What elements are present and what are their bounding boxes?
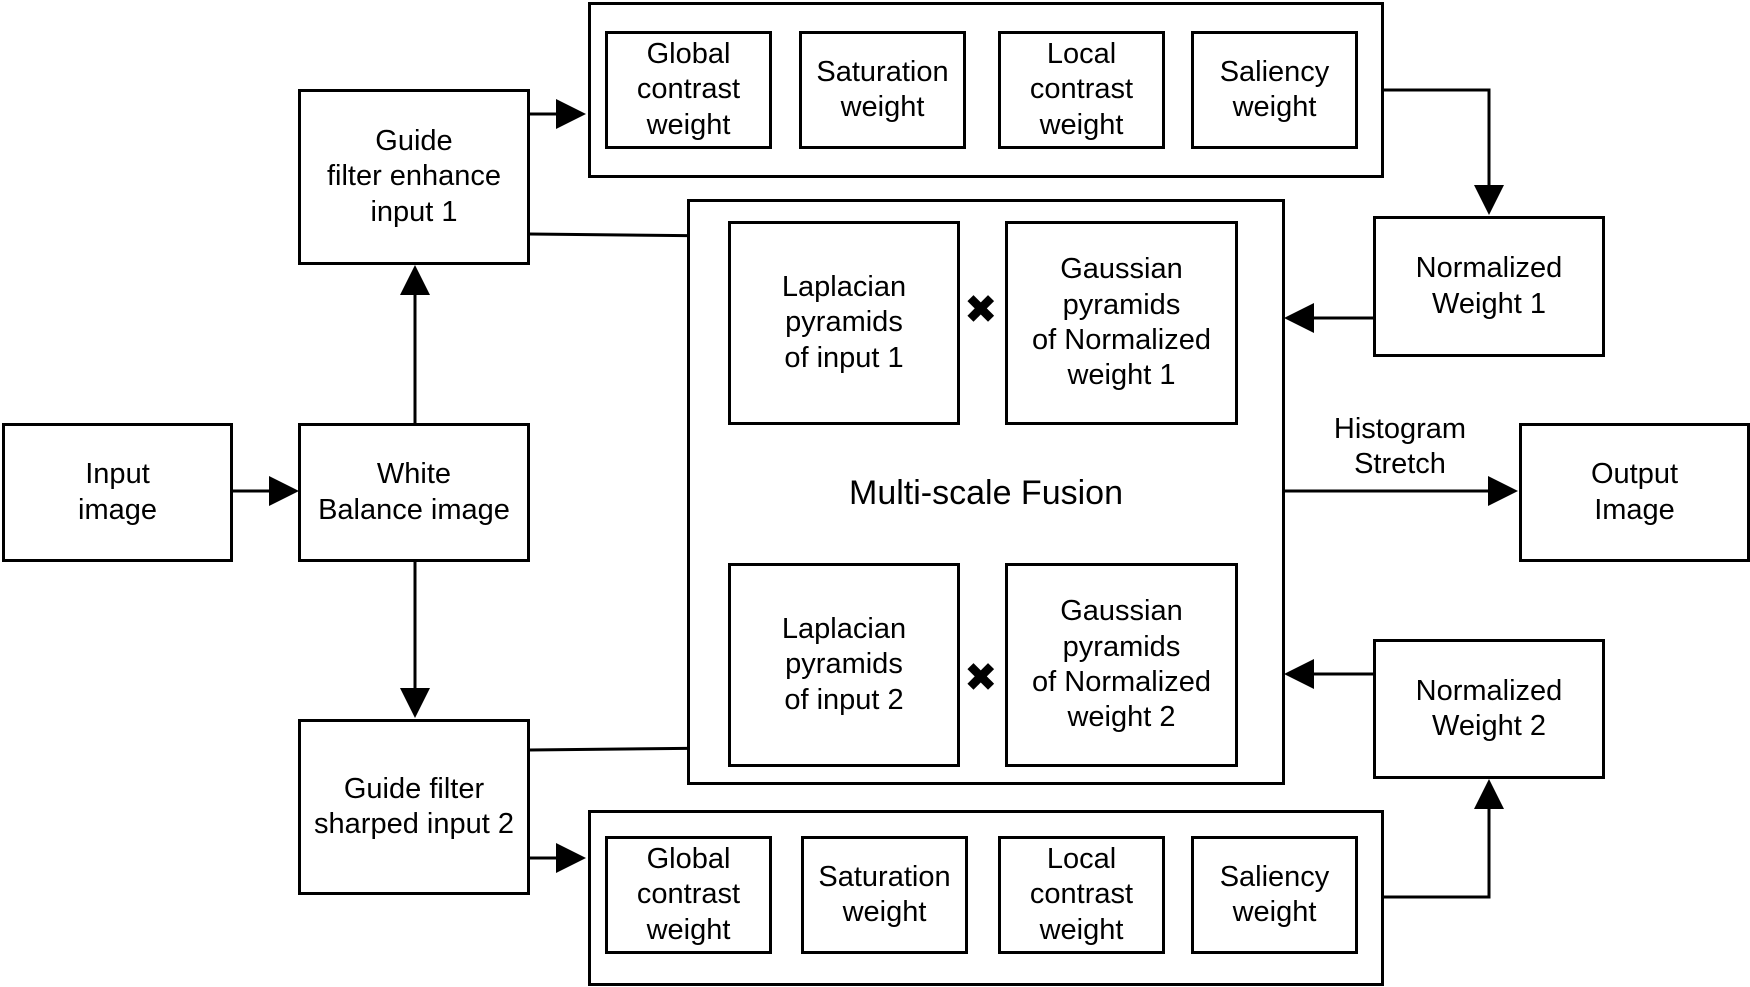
bottom-saliency-weight-box: Saliency weight [1191, 836, 1358, 954]
normalized-1-line-2: Weight 1 [1432, 287, 1546, 320]
guide-sharped-line-2: sharped input 2 [314, 808, 514, 840]
gaussian-2-line-4: weight 2 [1067, 701, 1176, 734]
normalized-1-line-1: Normalized [1415, 252, 1563, 285]
guide-filter-sharped-box: Guide filter sharped input 2 [298, 719, 530, 895]
multi-scale-fusion-label: Multi-scale Fusion [849, 474, 1123, 512]
laplacian-1-line-1: Laplacian [781, 270, 907, 303]
top-local-contrast-weight-box: Local contrast weight [998, 31, 1165, 149]
normalized-weight-2-box: Normalized Weight 2 [1373, 639, 1605, 779]
gaussian-pyramids-weight-1-box: Gaussian pyramids of Normalized weight 1 [1005, 221, 1238, 425]
white-balance-line-2: Balance image [318, 493, 510, 526]
arrow-bottom-weights-to-normalized-2 [1383, 779, 1504, 899]
gaussian-pyramids-weight-2-box: Gaussian pyramids of Normalized weight 2 [1005, 563, 1238, 767]
guide-enhance-line-3: input 1 [370, 195, 458, 228]
gaussian-2-line-2: pyramids [1062, 630, 1181, 663]
bottom-global-line-1: Global [646, 842, 731, 875]
top-local-line-1: Local [1046, 37, 1117, 70]
top-saliency-weight-box: Saliency weight [1191, 31, 1358, 149]
gaussian-1-line-1: Gaussian [1060, 253, 1183, 286]
top-global-line-3: weight [646, 108, 731, 141]
top-global-line-1: Global [646, 37, 731, 70]
bottom-saturation-weight-box: Saturation weight [801, 836, 968, 954]
laplacian-pyramids-input-2-box: Laplacian pyramids of input 2 [728, 563, 960, 767]
top-saturation-weight-box: Saturation weight [799, 31, 966, 149]
bottom-global-line-3: weight [646, 913, 731, 946]
laplacian-2-line-3: of input 2 [784, 683, 904, 716]
output-image-line-2: Image [1594, 493, 1675, 526]
laplacian-pyramids-input-1-box: Laplacian pyramids of input 1 [728, 221, 960, 425]
white-balance-line-1: White [376, 458, 452, 491]
multiply-icon-2: ✖ [964, 655, 998, 701]
top-saturation-line-1: Saturation [816, 55, 949, 88]
arrow-top-weights-to-normalized-1 [1383, 88, 1504, 215]
guide-sharped-line-1: Guide filter [343, 772, 485, 805]
bottom-local-line-3: weight [1039, 913, 1124, 946]
top-saliency-line-2: weight [1232, 91, 1317, 123]
bottom-global-line-2: contrast [636, 878, 741, 911]
top-global-line-2: contrast [636, 73, 741, 106]
bottom-saturation-line-2: weight [842, 896, 927, 928]
top-local-line-2: contrast [1029, 73, 1134, 106]
normalized-weight-1-box: Normalized Weight 1 [1373, 216, 1605, 357]
gaussian-2-line-1: Gaussian [1060, 595, 1183, 628]
top-global-contrast-weight-box: Global contrast weight [605, 31, 772, 149]
guide-enhance-line-2: filter enhance [326, 160, 502, 193]
output-image-box: Output Image [1519, 423, 1750, 562]
normalized-2-line-2: Weight 2 [1432, 710, 1546, 742]
bottom-saliency-line-1: Saliency [1219, 860, 1330, 893]
normalized-2-line-1: Normalized [1415, 674, 1563, 707]
bottom-local-line-1: Local [1046, 842, 1117, 875]
histogram-line-2: Stretch [1354, 448, 1446, 481]
laplacian-1-line-2: pyramids [785, 306, 903, 339]
gaussian-1-line-4: weight 1 [1067, 359, 1176, 392]
histogram-line-1: Histogram [1333, 413, 1467, 445]
gaussian-2-line-3: of Normalized [1032, 666, 1211, 698]
bottom-saturation-line-1: Saturation [818, 860, 951, 893]
bottom-global-contrast-weight-box: Global contrast weight [605, 836, 772, 954]
input-image-line-2: image [78, 493, 157, 526]
bottom-local-line-2: contrast [1029, 878, 1134, 911]
output-image-line-1: Output [1590, 458, 1679, 491]
white-balance-box: White Balance image [298, 423, 530, 562]
gaussian-1-line-2: pyramids [1062, 288, 1181, 321]
laplacian-2-line-1: Laplacian [781, 612, 907, 645]
input-image-line-1: Input [85, 458, 150, 491]
bottom-local-contrast-weight-box: Local contrast weight [998, 836, 1165, 954]
laplacian-1-line-3: of input 1 [784, 341, 904, 374]
guide-filter-enhance-box: Guide filter enhance input 1 [298, 89, 530, 265]
guide-enhance-line-1: Guide [375, 124, 453, 157]
top-local-line-3: weight [1039, 108, 1124, 141]
multiply-icon-1: ✖ [964, 287, 998, 333]
input-image-box: Input image [2, 423, 233, 562]
top-saliency-line-1: Saliency [1219, 55, 1330, 88]
histogram-stretch-label: Histogram Stretch [1300, 412, 1500, 483]
bottom-saliency-line-2: weight [1232, 896, 1317, 928]
gaussian-1-line-3: of Normalized [1032, 324, 1211, 356]
top-saturation-line-2: weight [840, 91, 925, 123]
laplacian-2-line-2: pyramids [785, 648, 903, 681]
